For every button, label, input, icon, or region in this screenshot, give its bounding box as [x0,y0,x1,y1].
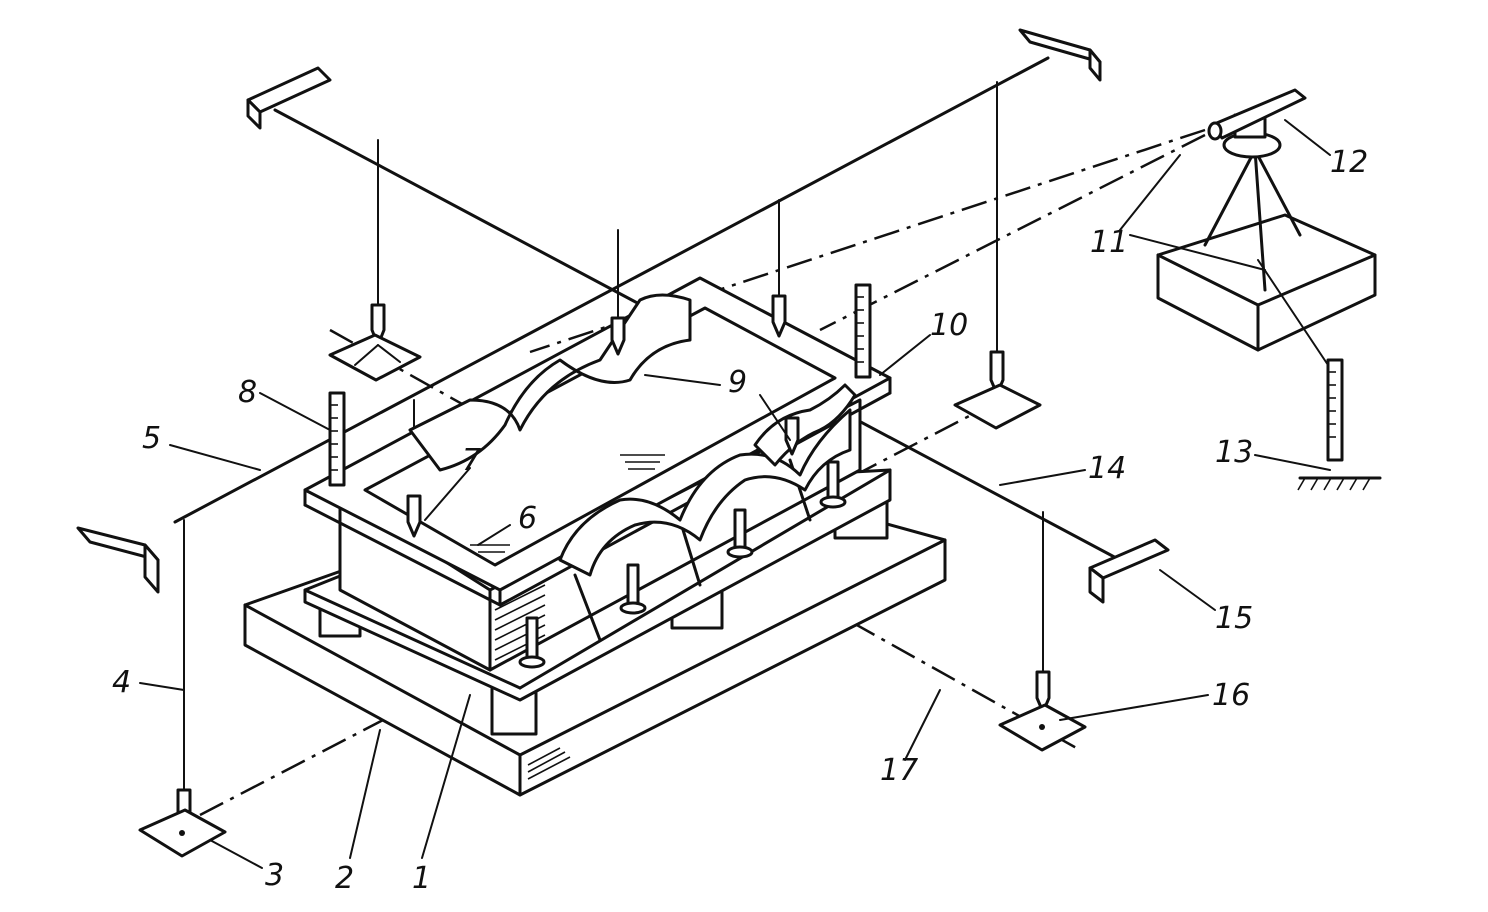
target-plates [138,333,1087,858]
callout-9: 9 [728,365,747,400]
leader-10 [879,334,931,376]
callout-2: 2 [335,861,354,896]
level-instrument [1156,88,1377,366]
leader-6 [477,524,511,546]
leader-11a [1119,154,1181,231]
leader-lines [139,119,1331,869]
angle-brackets [76,28,1170,604]
callout-16: 16 [1212,678,1250,713]
callout-13: 13 [1215,435,1253,470]
callout-12: 12 [1330,145,1368,180]
leader-16 [1059,694,1209,721]
callout-3: 3 [265,858,284,893]
leader-4 [139,682,185,691]
leader-9a [644,374,721,386]
leader-1 [421,694,471,859]
sight-line-b [819,133,1206,332]
leader-3 [209,839,263,869]
callout-8: 8 [238,375,257,410]
bolts [518,460,847,669]
leader-14 [999,469,1086,486]
leader-12 [1284,119,1331,156]
leader-15 [1159,569,1216,611]
callout-15: 15 [1215,601,1253,636]
callout-5: 5 [142,421,161,456]
callout-17: 17 [880,753,918,788]
callout-10: 10 [930,308,968,343]
plumb-bobs [176,294,1051,828]
leader-8 [259,392,331,431]
leader-5 [169,444,261,471]
rulers [328,283,1382,491]
callout-1: 1 [412,861,431,896]
leader-11b [1129,234,1266,271]
plumb-bob-icon [610,316,626,356]
leader-2 [349,729,381,859]
leader-13 [1254,454,1331,471]
plumb-bob-icon [784,416,800,456]
callout-7: 7 [462,443,481,478]
plumb-bob-icon [406,494,422,538]
plumb-bob-icon [771,294,787,338]
leader-9b [759,394,791,441]
leader-7 [424,467,471,521]
leader-17 [904,689,941,761]
callout-4: 4 [112,665,131,700]
callout-6: 6 [518,501,537,536]
callout-numbers: 1 2 3 4 5 6 7 8 9 10 11 12 13 14 15 16 1… [112,145,1368,896]
callout-14: 14 [1088,451,1126,486]
callout-11: 11 [1090,225,1128,260]
